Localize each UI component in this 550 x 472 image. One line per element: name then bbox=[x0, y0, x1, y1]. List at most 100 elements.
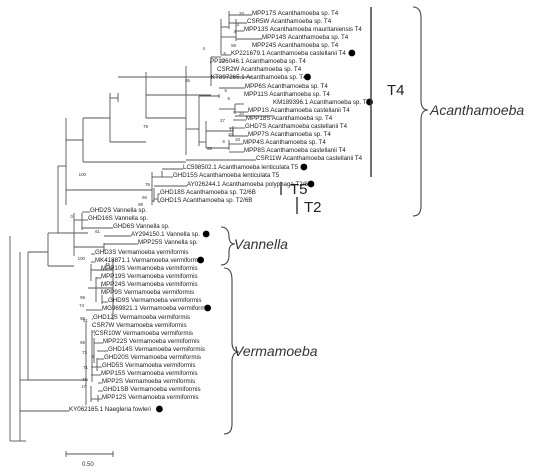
t2-genotype-label: T2 bbox=[304, 199, 322, 216]
t5-genotype-label: T5 bbox=[290, 181, 308, 198]
acanthamoeba-clade-brace bbox=[412, 6, 429, 217]
bootstrap-value: 60 bbox=[142, 195, 147, 200]
bootstrap-value: 0 bbox=[71, 214, 74, 219]
bootstrap-value: 22 bbox=[239, 111, 244, 116]
t4-genotype-label: T4 bbox=[387, 82, 405, 99]
vermamoeba-clade-brace bbox=[223, 267, 240, 435]
bootstrap-value: 98 bbox=[80, 316, 85, 321]
tree-branches bbox=[9, 11, 273, 442]
bootstrap-value: 2 bbox=[92, 354, 95, 359]
bootstrap-value: 100 bbox=[79, 172, 87, 177]
tree-leaf-label: MPP12S Vermamoeba vermiformis bbox=[102, 394, 199, 401]
vannella-clade-label: Vannella bbox=[234, 236, 288, 252]
bootstrap-value: 20 bbox=[228, 132, 233, 137]
bootstrap-value: 55 bbox=[207, 146, 212, 151]
tree-leaf-label: MPP19S Vermamoeba vermiformis bbox=[101, 273, 198, 280]
bootstrap-value: 3 bbox=[237, 22, 240, 27]
bootstrap-value: 55 bbox=[185, 78, 190, 83]
tree-leaf-label: GHD14S Vermamoeba vermiformis bbox=[108, 346, 205, 353]
tree-leaf-label: MPP24S Vermamoeba vermiformis bbox=[101, 281, 198, 288]
tree-leaf-label: MPP17S Acanthamoeba sp. T4 bbox=[252, 10, 339, 17]
bootstrap-value: 6 bbox=[223, 139, 226, 144]
tree-leaf-label: MPP11S Acanthamoeba sp. T4 bbox=[244, 91, 330, 98]
tree-leaf-label: MPP2S Vermamoeba vermiformis bbox=[102, 378, 195, 385]
tree-leaf-label: MK418871.1 Vermamoeba vermiformis bbox=[95, 257, 202, 264]
bootstrap-value: 74 bbox=[79, 303, 84, 308]
tree-leaf-label: AY294150.1 Vannella sp. bbox=[131, 231, 200, 238]
tree-leaf-label: GHD3S Vermamoeba vermiformis bbox=[95, 249, 189, 256]
tree-leaf-label: KP221679.1 Acanthamoeba castellanii T4 bbox=[231, 50, 346, 57]
bootstrap-value: 98 bbox=[138, 202, 143, 207]
tree-leaf-label: GHD1SB Vermamoeba vermiformis bbox=[103, 386, 201, 393]
tree-leaf-label: MPP25S Vannella sp. bbox=[138, 239, 198, 246]
tree-leaf-label: CSR2W Acanthamoeba sp. T4 bbox=[217, 66, 302, 73]
scale-bar-label: 0.50 bbox=[82, 462, 94, 468]
reference-sequence-marker bbox=[204, 304, 212, 312]
bootstrap-value: 6 bbox=[228, 96, 231, 101]
bootstrap-value: 33 bbox=[235, 137, 240, 142]
bootstrap-value: 5 bbox=[225, 88, 228, 93]
tree-leaf-label: MPP1S Acanthamoeba castellanii T4 bbox=[248, 107, 350, 114]
tree-leaf-label: AY026244.1 Acanthamoeba polyphaga T2/6B bbox=[187, 181, 312, 188]
bootstrap-value: 65 bbox=[109, 266, 114, 271]
tree-leaf-label: GHD7S Acanthamoeba castellanii T4 bbox=[245, 123, 348, 130]
bootstrap-value: 99 bbox=[80, 295, 85, 300]
tree-leaf-label: MPP14S Acanthamoeba sp. T4 bbox=[262, 34, 349, 41]
tree-leaf-label: GHD1S Acanthamoeba sp. T2/6B bbox=[160, 197, 252, 204]
vermamoeba-clade-label: Vermamoeba bbox=[234, 343, 318, 359]
tree-leaf-label: MPP7S Acanthamoeba sp. T4 bbox=[248, 131, 331, 138]
tree-leaf-label: MPP22S Vermamoeba vermiformis bbox=[103, 338, 200, 345]
reference-sequence-marker bbox=[197, 256, 205, 264]
reference-sequence-marker bbox=[307, 180, 315, 188]
bootstrap-value: 51 bbox=[83, 318, 88, 323]
tree-leaf-label: MPP18S Acanthamoeba sp. T4 bbox=[246, 115, 333, 122]
tree-leaf-label: LC598502.1 Acanthamoeba lenticulata T5 bbox=[183, 164, 299, 171]
tree-leaf-label: GHD2S Vannella sp. bbox=[90, 207, 147, 214]
reference-sequence-marker bbox=[366, 98, 373, 106]
tree-leaf-label: GHD9S Vermamoeba vermiformis bbox=[108, 297, 202, 304]
tree-leaf-label: CSR11W Acanthamoeba castellanii T4 bbox=[256, 155, 363, 162]
tree-leaf-label: GHD15S Acanthamoeba lenticulata T5 bbox=[173, 172, 280, 179]
tree-leaf-label: KM189396.1 Acanthamoeba sp. T4 bbox=[273, 99, 370, 106]
reference-sequence-marker bbox=[300, 163, 308, 171]
tree-leaf-label: CSR10W Vermamoeba vermiformis bbox=[95, 330, 193, 337]
reference-sequence-marker bbox=[348, 49, 356, 57]
tree-leaf-label: GHD12S Vermamoeba vermiformis bbox=[93, 314, 190, 321]
tree-leaf-label: MPP8S Acanthamoeba castellanii T4 bbox=[244, 147, 346, 154]
bootstrap-value: 48 bbox=[82, 377, 87, 382]
tree-leaf-label: KT897265.1 Acanthamoeba sp. T4 bbox=[211, 74, 307, 81]
reference-sequence-marker bbox=[304, 73, 311, 81]
bootstrap-value: 20 bbox=[239, 11, 244, 16]
bootstrap-value: 12 bbox=[229, 127, 234, 132]
tree-leaf-label: MG969821.1 Vermamoeba vermiformis bbox=[102, 305, 210, 312]
bootstrap-value: 79 bbox=[143, 124, 148, 129]
bootstrap-value: 76 bbox=[145, 182, 150, 187]
bootstrap-values: 2034585104555622122720336557910060769861… bbox=[71, 11, 245, 389]
bootstrap-value: 27 bbox=[220, 118, 225, 123]
bootstrap-value: 10 bbox=[220, 58, 225, 63]
bootstrap-value: 58 bbox=[231, 43, 236, 48]
tree-leaf-label: MPP13S Acanthamoeba mauritaniensis T4 bbox=[244, 26, 362, 33]
tree-leaf-label: MPP6S Acanthamoeba sp. T4 bbox=[245, 83, 328, 90]
tree-leaf-label: MPP15S Vermamoeba vermiformis bbox=[101, 370, 198, 377]
tree-leaf-label: MPP9S Vermamoeba vermiformis bbox=[101, 289, 194, 296]
tree-leaf-label: MPP24S Acanthamoeba sp. T4 bbox=[252, 42, 339, 49]
bootstrap-value: 69 bbox=[80, 340, 85, 345]
bootstrap-value: 17 bbox=[81, 384, 86, 389]
tree-leaf-label: GHD20S Vermamoeba vermiformis bbox=[104, 354, 201, 361]
bootstrap-value: 73 bbox=[82, 350, 87, 355]
bootstrap-value: 100 bbox=[78, 256, 86, 261]
acanthamoeba-clade-label: Acanthamoeba bbox=[429, 102, 524, 118]
reference-sequence-marker bbox=[156, 405, 163, 413]
bootstrap-value: 71 bbox=[83, 365, 88, 370]
reference-sequence-marker bbox=[202, 230, 210, 238]
vannella-clade-brace bbox=[220, 226, 236, 266]
tree-leaf-label: CSR7W Vermamoeba vermiformis bbox=[92, 322, 187, 329]
tree-leaf-label: GHD16S Vannella sp. bbox=[88, 215, 148, 222]
tree-leaf-label: KY062165.1 Naegleria fowleri bbox=[69, 406, 151, 413]
bootstrap-value: 5 bbox=[224, 51, 227, 56]
bootstrap-value: 4 bbox=[93, 329, 96, 334]
tree-leaf-label: PP126046.1 Acanthamoeba sp. T4 bbox=[210, 58, 306, 65]
bootstrap-value: 61 bbox=[95, 229, 100, 234]
